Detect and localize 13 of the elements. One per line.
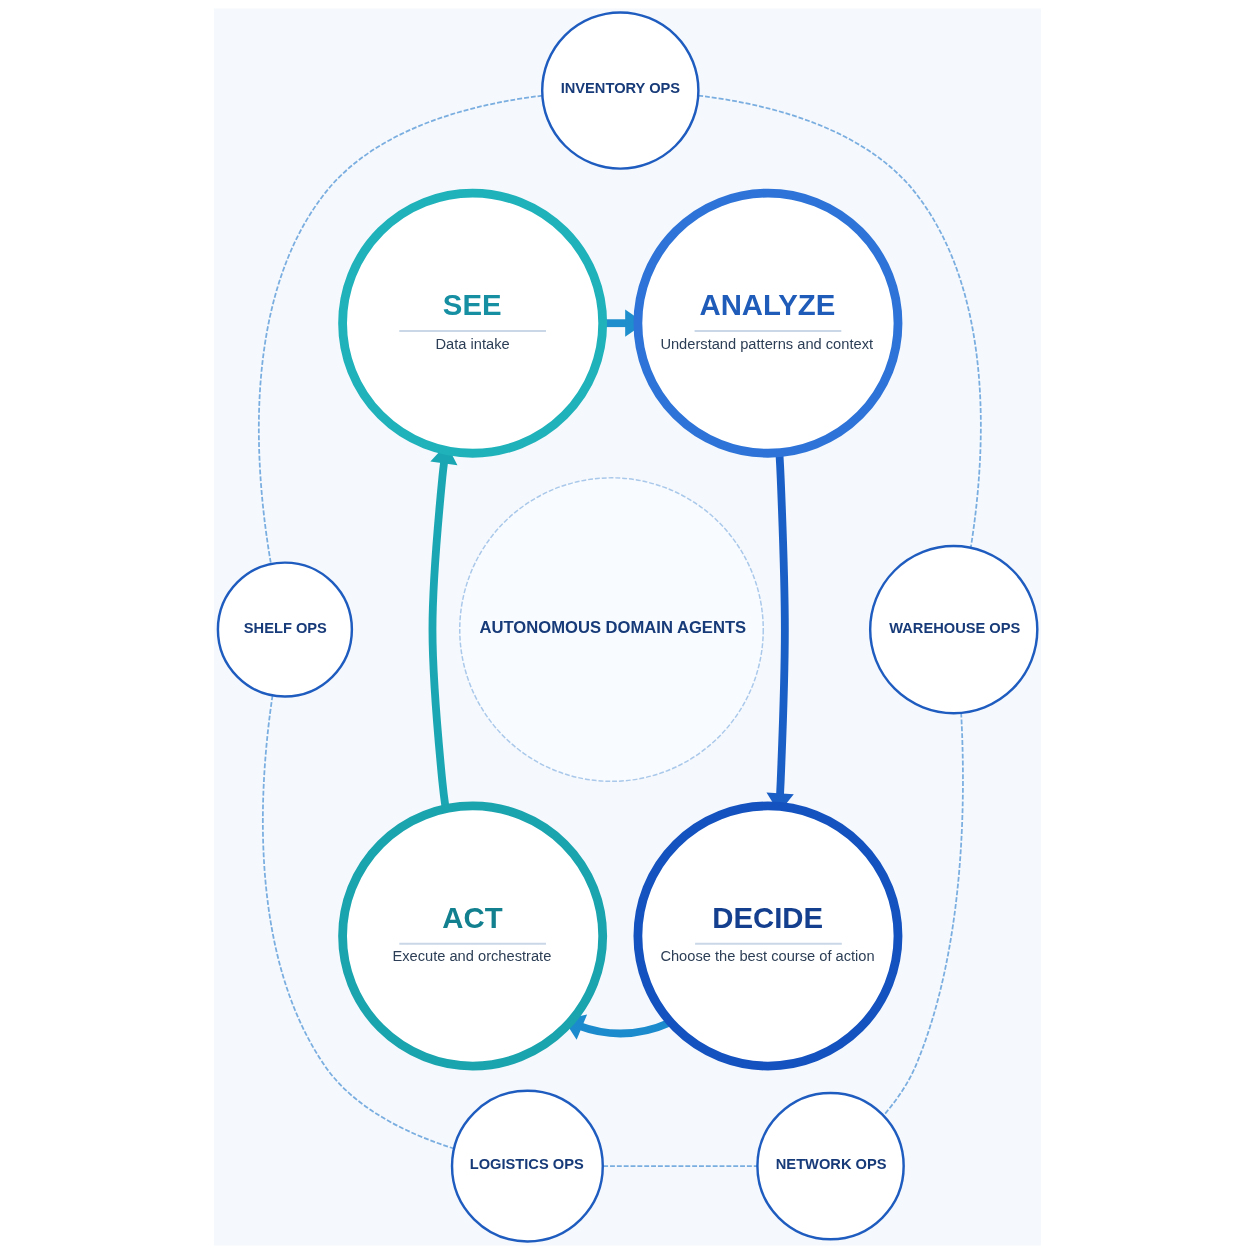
node-circle: ANALYZE Understand patterns and context	[633, 188, 902, 458]
node-circle: DECIDE Choose the best course of action	[633, 801, 902, 1071]
connector	[697, 94, 982, 549]
node-circle: WAREHOUSE OPS	[868, 544, 1039, 715]
node-circle: INVENTORY OPS	[540, 11, 700, 170]
node-circle: NETWORK OPS	[755, 1091, 905, 1241]
node-circle: SEE Data intake	[337, 188, 607, 458]
node-circle: ACT Execute and orchestrate	[337, 801, 607, 1071]
node-circle: LOGISTICS OPS	[450, 1089, 604, 1243]
node-circle: AUTONOMOUS DOMAIN AGENTS	[458, 477, 764, 783]
connector	[261, 694, 455, 1150]
node-circle: SHELF OPS	[216, 561, 353, 698]
connector	[257, 94, 543, 565]
